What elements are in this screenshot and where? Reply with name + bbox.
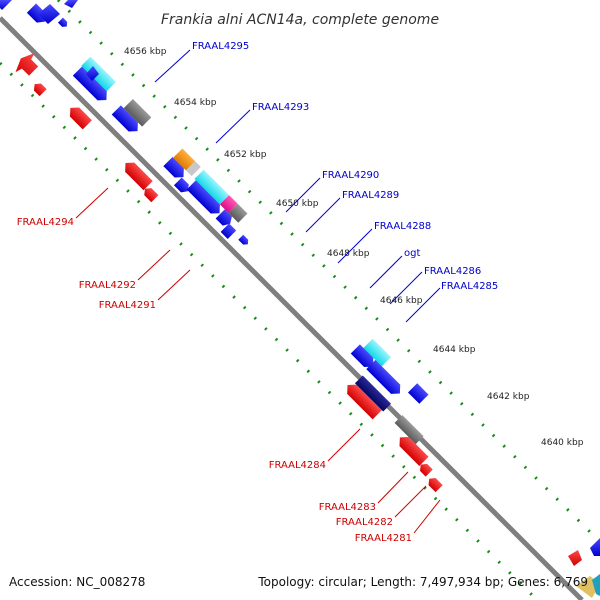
- magenta-feature: [219, 195, 238, 213]
- reverse-gene-arrow: [568, 550, 582, 566]
- gray-feature: [123, 98, 152, 127]
- lower-tick-track: [0, 61, 539, 600]
- label-leader: [327, 428, 361, 462]
- forward-gene-arrow: [86, 66, 99, 81]
- tick-label: 4656 kbp: [124, 47, 167, 57]
- reverse-gene-arrow: [420, 463, 433, 477]
- genome-backbone: [0, 16, 584, 600]
- label-leader: [137, 249, 171, 281]
- ruler-tick-labels: 4656 kbp 4654 kbp 4652 kbp 4650 kbp 4648…: [124, 47, 584, 448]
- reverse-strand-features: [15, 53, 443, 493]
- gene-label[interactable]: FRAAL4281: [355, 533, 412, 544]
- accession-text: Accession: NC_008278: [9, 575, 145, 589]
- reverse-gene-arrow: [399, 436, 429, 466]
- tick-label: 4650 kbp: [276, 199, 319, 209]
- forward-gene-arrow: [238, 234, 249, 245]
- tick-label: 4654 kbp: [174, 98, 217, 108]
- gene-label[interactable]: FRAAL4286: [424, 266, 481, 277]
- forward-gene-arrow: [111, 105, 138, 132]
- gene-label[interactable]: FRAAL4283: [319, 502, 376, 513]
- label-leader: [394, 485, 427, 518]
- label-leader: [337, 228, 373, 264]
- gene-label[interactable]: FRAAL4289: [342, 190, 399, 201]
- label-leader: [154, 49, 191, 83]
- label-leader: [285, 177, 321, 213]
- gray-feature: [228, 203, 248, 223]
- forward-gene-arrow: [0, 0, 12, 10]
- forward-gene-arrow: [215, 209, 232, 226]
- gene-label[interactable]: FRAAL4290: [322, 170, 379, 181]
- forward-gene-arrow: [26, 3, 46, 23]
- partial-feature: [592, 574, 600, 596]
- forward-gene-arrow: [57, 17, 68, 27]
- reverse-gene-labels: FRAAL4294 FRAAL4292 FRAAL4291 FRAAL4284 …: [17, 187, 441, 544]
- gene-label[interactable]: FRAAL4292: [79, 280, 136, 291]
- map-title: Frankia alni ACN14a, complete genome: [161, 12, 439, 28]
- gene-label[interactable]: FRAAL4293: [252, 102, 309, 113]
- forward-gene-arrow: [38, 4, 60, 24]
- forward-gene-arrow: [408, 383, 429, 404]
- orange-feature: [173, 148, 196, 171]
- gene-label[interactable]: FRAAL4291: [99, 300, 156, 311]
- gene-label[interactable]: ogt: [404, 248, 420, 259]
- forward-strand-features: [26, 3, 429, 404]
- navy-feature: [354, 375, 392, 412]
- tick-label: 4642 kbp: [487, 392, 530, 402]
- gene-label[interactable]: FRAAL4295: [192, 41, 249, 52]
- label-leader: [369, 255, 403, 289]
- gene-label[interactable]: FRAAL4282: [336, 517, 393, 528]
- reverse-gene-arrow: [33, 83, 47, 97]
- tick-label: 4648 kbp: [327, 249, 370, 259]
- gray-feature: [394, 415, 424, 445]
- forward-gene-arrow: [72, 66, 107, 101]
- label-leader: [75, 187, 109, 219]
- reverse-gene-arrow: [428, 478, 443, 493]
- genome-summary-text: Topology: circular; Length: 7,497,934 bp…: [257, 575, 588, 589]
- label-leader: [377, 471, 409, 504]
- reverse-gene-arrow: [125, 162, 153, 191]
- label-leader: [413, 499, 441, 534]
- gene-label[interactable]: FRAAL4288: [374, 221, 431, 232]
- light-gray-feature: [185, 161, 201, 177]
- forward-gene-arrow: [186, 180, 220, 214]
- tick-label: 4640 kbp: [541, 438, 584, 448]
- reverse-gene-arrow: [70, 107, 92, 130]
- gene-label[interactable]: FRAAL4294: [17, 217, 74, 228]
- forward-gene-arrow: [163, 156, 184, 178]
- gene-label[interactable]: FRAAL4284: [269, 460, 326, 471]
- forward-gene-arrow: [350, 344, 374, 367]
- gene-label[interactable]: FRAAL4285: [441, 281, 498, 292]
- cyan-feature: [363, 338, 392, 367]
- tick-label: 4644 kbp: [433, 345, 476, 355]
- forward-gene-arrow: [173, 177, 189, 193]
- reverse-gene-arrow: [15, 53, 39, 76]
- cyan-feature: [194, 169, 230, 205]
- reverse-gene-arrow: [347, 384, 382, 420]
- forward-gene-labels: FRAAL4295 FRAAL4293 FRAAL4290 FRAAL4289 …: [154, 41, 498, 323]
- forward-gene-arrow: [64, 0, 78, 8]
- tick-label: 4646 kbp: [380, 296, 423, 306]
- forward-gene-arrow: [366, 359, 401, 394]
- forward-gene-arrow: [590, 538, 600, 556]
- forward-gene-arrow: [220, 223, 237, 240]
- label-leader: [405, 287, 441, 323]
- label-leader: [157, 269, 191, 301]
- label-leader: [305, 197, 341, 233]
- label-leader: [389, 271, 423, 305]
- tick-label: 4652 kbp: [224, 150, 267, 160]
- label-leader: [215, 109, 251, 144]
